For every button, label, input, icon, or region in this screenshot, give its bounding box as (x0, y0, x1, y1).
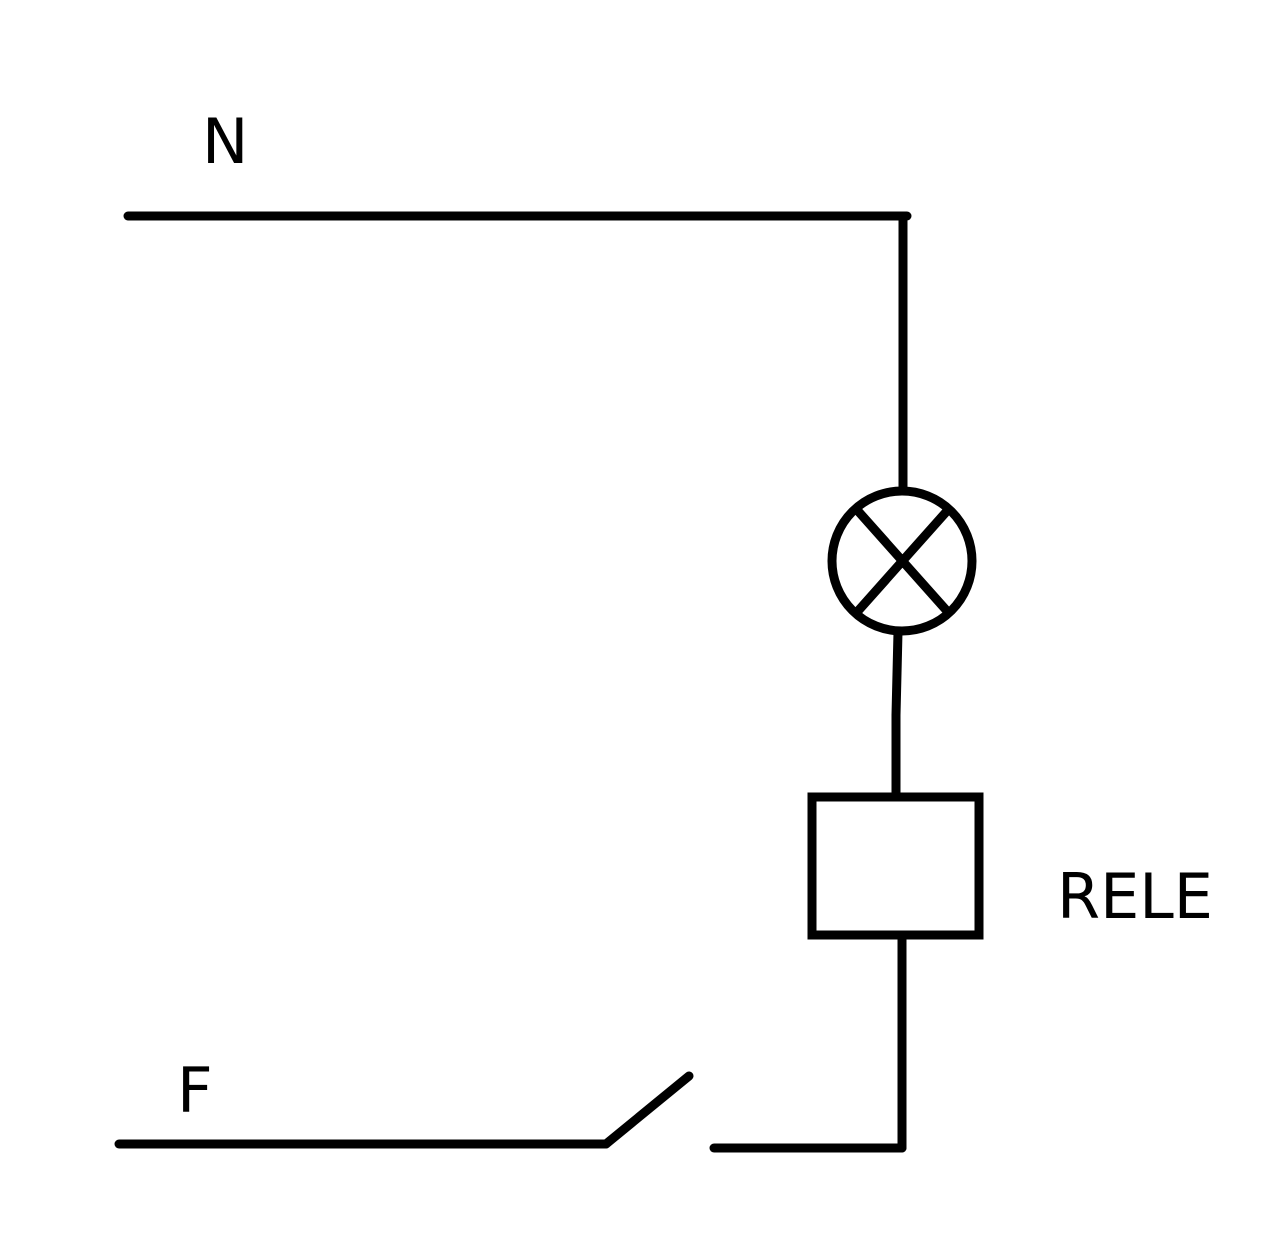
relay-label: RELE (1057, 860, 1213, 933)
relay-coil-icon (807, 792, 984, 940)
lamp-to-relay-wire (891, 627, 903, 802)
switch-icon (601, 1071, 694, 1149)
lamp-icon (827, 486, 977, 636)
lamp-cross-line-2 (853, 506, 952, 616)
phase-label: F (177, 1054, 213, 1127)
neutral-label: N (202, 105, 248, 178)
